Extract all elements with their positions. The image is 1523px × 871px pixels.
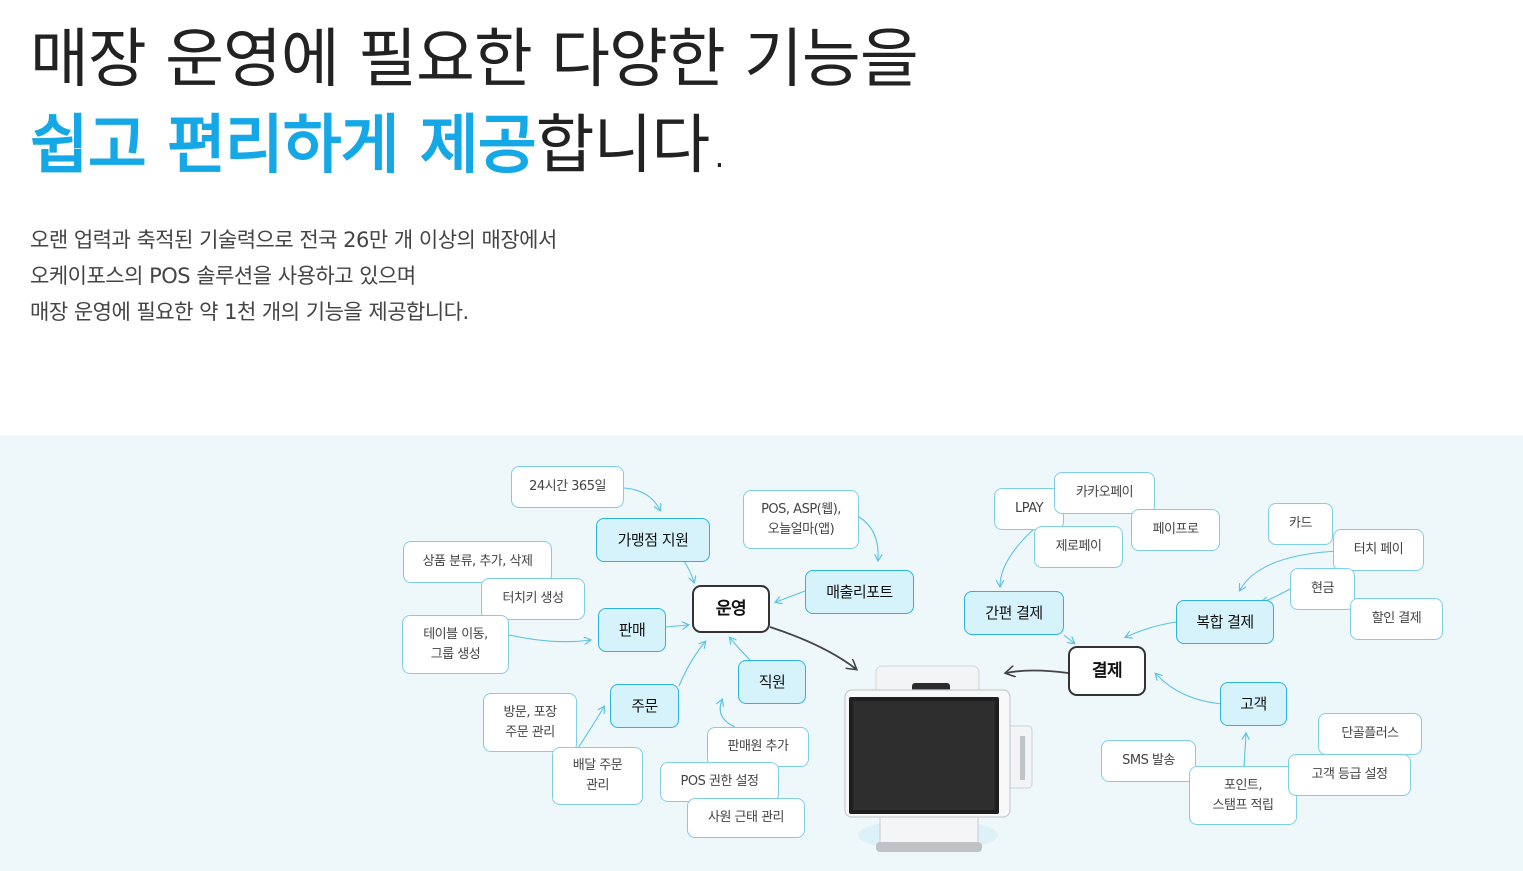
category-order: 주문 [610, 684, 679, 728]
feature-zeropay: 제로페이 [1034, 526, 1123, 568]
category-combined-payment: 복합 결제 [1176, 600, 1274, 644]
feature-touch-key: 터치키 생성 [481, 578, 585, 620]
feature-cash: 현금 [1290, 568, 1355, 610]
feature-pos-asp: POS, ASP(웹), 오늘얼마(앱) [743, 490, 859, 549]
feature-points-stamp: 포인트, 스탬프 적립 [1189, 766, 1297, 825]
description-line: 매장 운영에 필요한 약 1천 개의 기능을 제공합니다. [30, 300, 469, 324]
category-sales-report: 매출리포트 [805, 570, 914, 614]
feature-delivery-order: 배달 주문 관리 [552, 747, 643, 805]
feature-sms: SMS 발송 [1101, 740, 1196, 782]
feature-dangol-plus: 단골플러스 [1318, 713, 1422, 755]
headline-line1: 매장 운영에 필요한 다양한 기능을 [30, 23, 919, 97]
feature-card: 카드 [1268, 503, 1333, 545]
feature-product-manage: 상품 분류, 추가, 삭제 [403, 541, 552, 583]
description-line: 오케이포스의 POS 솔루션을 사용하고 있으며 [30, 264, 416, 288]
device-stand-base [876, 842, 982, 852]
feature-table-move: 테이블 이동, 그룹 생성 [402, 615, 509, 674]
feature-visit-pack-order: 방문, 포장 주문 관리 [483, 693, 577, 752]
device-screen-glass [853, 701, 995, 810]
headline-line2: 쉽고 편리하게 제공합니다. [30, 114, 730, 178]
feature-add-seller: 판매원 추가 [707, 727, 809, 767]
category-customer: 고객 [1220, 682, 1287, 726]
feature-payco: 페이프로 [1131, 509, 1220, 551]
feature-attendance: 사원 근태 관리 [687, 798, 805, 838]
description-line: 오랜 업력과 축적된 기술력으로 전국 26만 개 이상의 매장에서 [30, 228, 557, 252]
hub-payment: 결제 [1068, 646, 1146, 696]
category-franchise-support: 가맹점 지원 [596, 518, 710, 562]
hub-operation: 운영 [692, 585, 770, 633]
description: 오랜 업력과 축적된 기술력으로 전국 26만 개 이상의 매장에서 오케이포스… [30, 222, 557, 330]
device-card-slot [1020, 736, 1025, 780]
feature-24h-365: 24시간 365일 [511, 466, 624, 508]
category-sales: 판매 [598, 608, 666, 652]
category-simple-payment: 간편 결제 [964, 591, 1064, 635]
headline-accent: 쉽고 편리하게 제공 [30, 109, 537, 183]
feature-touch-pay: 터치 페이 [1333, 529, 1424, 571]
feature-kakaopay: 카카오페이 [1054, 472, 1155, 514]
feature-pos-permission: POS 권한 설정 [660, 762, 779, 802]
feature-discount: 할인 결제 [1350, 598, 1443, 640]
feature-customer-grade: 고객 등급 설정 [1288, 754, 1411, 796]
headline-rest: 합니다. [535, 109, 730, 183]
category-staff: 직원 [738, 660, 806, 704]
feature-lpay: LPAY [994, 488, 1064, 530]
